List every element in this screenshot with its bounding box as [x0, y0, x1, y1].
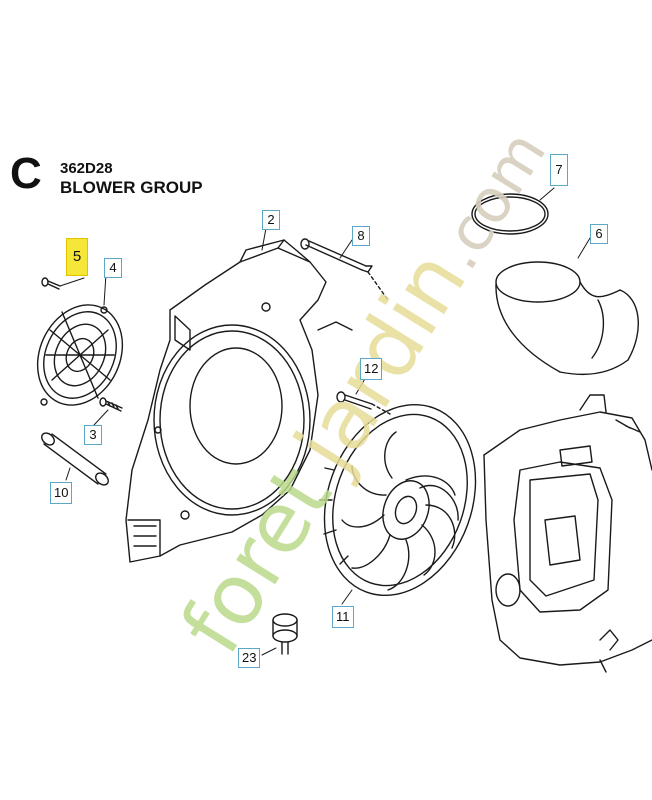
callout-3[interactable]: 3: [84, 425, 102, 445]
callout-8[interactable]: 8: [352, 226, 370, 246]
part-10-tube: [41, 432, 109, 486]
part-5-screw: [41, 277, 61, 290]
callout-5[interactable]: 5: [66, 238, 88, 276]
part-2-blower-housing: [125, 239, 353, 563]
group-title: BLOWER GROUP: [60, 178, 203, 197]
part-11-fan-impeller: [319, 403, 477, 597]
callout-23[interactable]: 23: [238, 648, 261, 668]
part-4-grille-guard: [36, 304, 124, 406]
part-8-long-bolt: [300, 238, 389, 301]
callout-7[interactable]: 7: [550, 154, 568, 186]
callout-11[interactable]: 11: [332, 606, 354, 628]
section-letter: C: [10, 149, 42, 198]
engine-housing-right: [483, 394, 652, 673]
model-code: 362D28: [60, 160, 113, 177]
part-23-rubber-foot: [272, 613, 298, 655]
callout-10[interactable]: 10: [50, 482, 73, 504]
part-3-screw: [99, 397, 123, 412]
part-6-elbow-tube: [495, 261, 639, 375]
callout-6[interactable]: 6: [590, 224, 608, 244]
part-7-o-ring: [471, 193, 549, 235]
callout-12[interactable]: 12: [360, 358, 383, 380]
part-12-bolt: [336, 391, 391, 415]
leader-lines: [59, 187, 591, 656]
callout-4[interactable]: 4: [104, 258, 122, 278]
callout-2[interactable]: 2: [262, 210, 280, 230]
